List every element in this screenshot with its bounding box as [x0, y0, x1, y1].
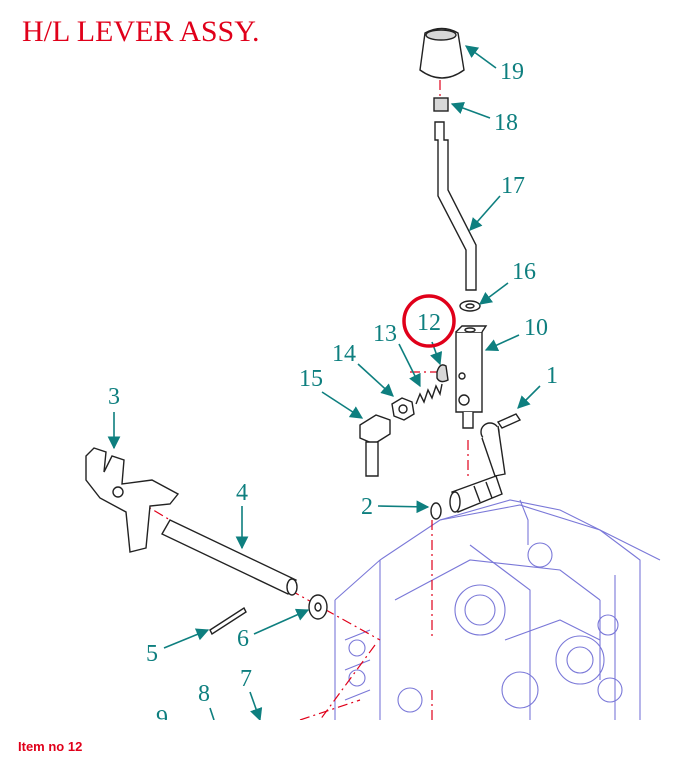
- callout-14: 14: [332, 341, 356, 367]
- callout-18: 18: [494, 110, 518, 136]
- item-12-highlight-circle: [402, 294, 456, 348]
- callout-10: 10: [524, 315, 548, 341]
- centerlines: [119, 80, 469, 720]
- part-10-holder-block: [455, 325, 488, 429]
- part-12-ball: [436, 364, 449, 383]
- callout-1: 1: [546, 363, 558, 389]
- shaft-assembly: [449, 475, 503, 513]
- part-2-o-ring: [430, 502, 442, 520]
- callout-labels: 19 18 17 16 10 12 13 14 15 1 2 3 4 5 6 7…: [108, 59, 558, 720]
- part-4-shift-rod: [161, 519, 298, 596]
- callout-4: 4: [236, 480, 248, 506]
- leader-lines: [107, 45, 541, 720]
- callout-2: 2: [361, 494, 373, 520]
- parts-diagram: H/L LEVER ASSY.: [22, 15, 661, 720]
- part-3-shift-fork: [85, 447, 180, 553]
- callout-3: 3: [108, 384, 120, 410]
- callout-8: 8: [198, 681, 210, 707]
- callout-12: 12: [417, 310, 441, 336]
- callout-9: 9: [156, 706, 168, 720]
- callout-6: 6: [237, 626, 249, 652]
- part-19-knob: [419, 27, 465, 79]
- callout-5: 5: [146, 641, 158, 667]
- callout-17: 17: [501, 173, 525, 199]
- part-18-nut: [433, 97, 449, 112]
- callout-16: 16: [512, 259, 536, 285]
- part-6-washer: [308, 594, 328, 620]
- callout-13: 13: [373, 321, 397, 347]
- callout-15: 15: [299, 366, 323, 392]
- part-13-spring: [415, 383, 443, 405]
- part-5-pin: [209, 606, 247, 636]
- part-1-lever-arm: [480, 413, 522, 477]
- diagram-title: H/L LEVER ASSY.: [22, 15, 260, 48]
- transmission-housing: [334, 499, 661, 720]
- part-15-bolt: [359, 414, 391, 477]
- part-16-washer: [459, 300, 481, 312]
- callout-19: 19: [500, 59, 524, 85]
- part-17-lever-rod: [434, 121, 477, 291]
- part-14-nut: [391, 397, 415, 421]
- item-caption: Item no 12: [18, 739, 83, 754]
- callout-7: 7: [240, 666, 252, 692]
